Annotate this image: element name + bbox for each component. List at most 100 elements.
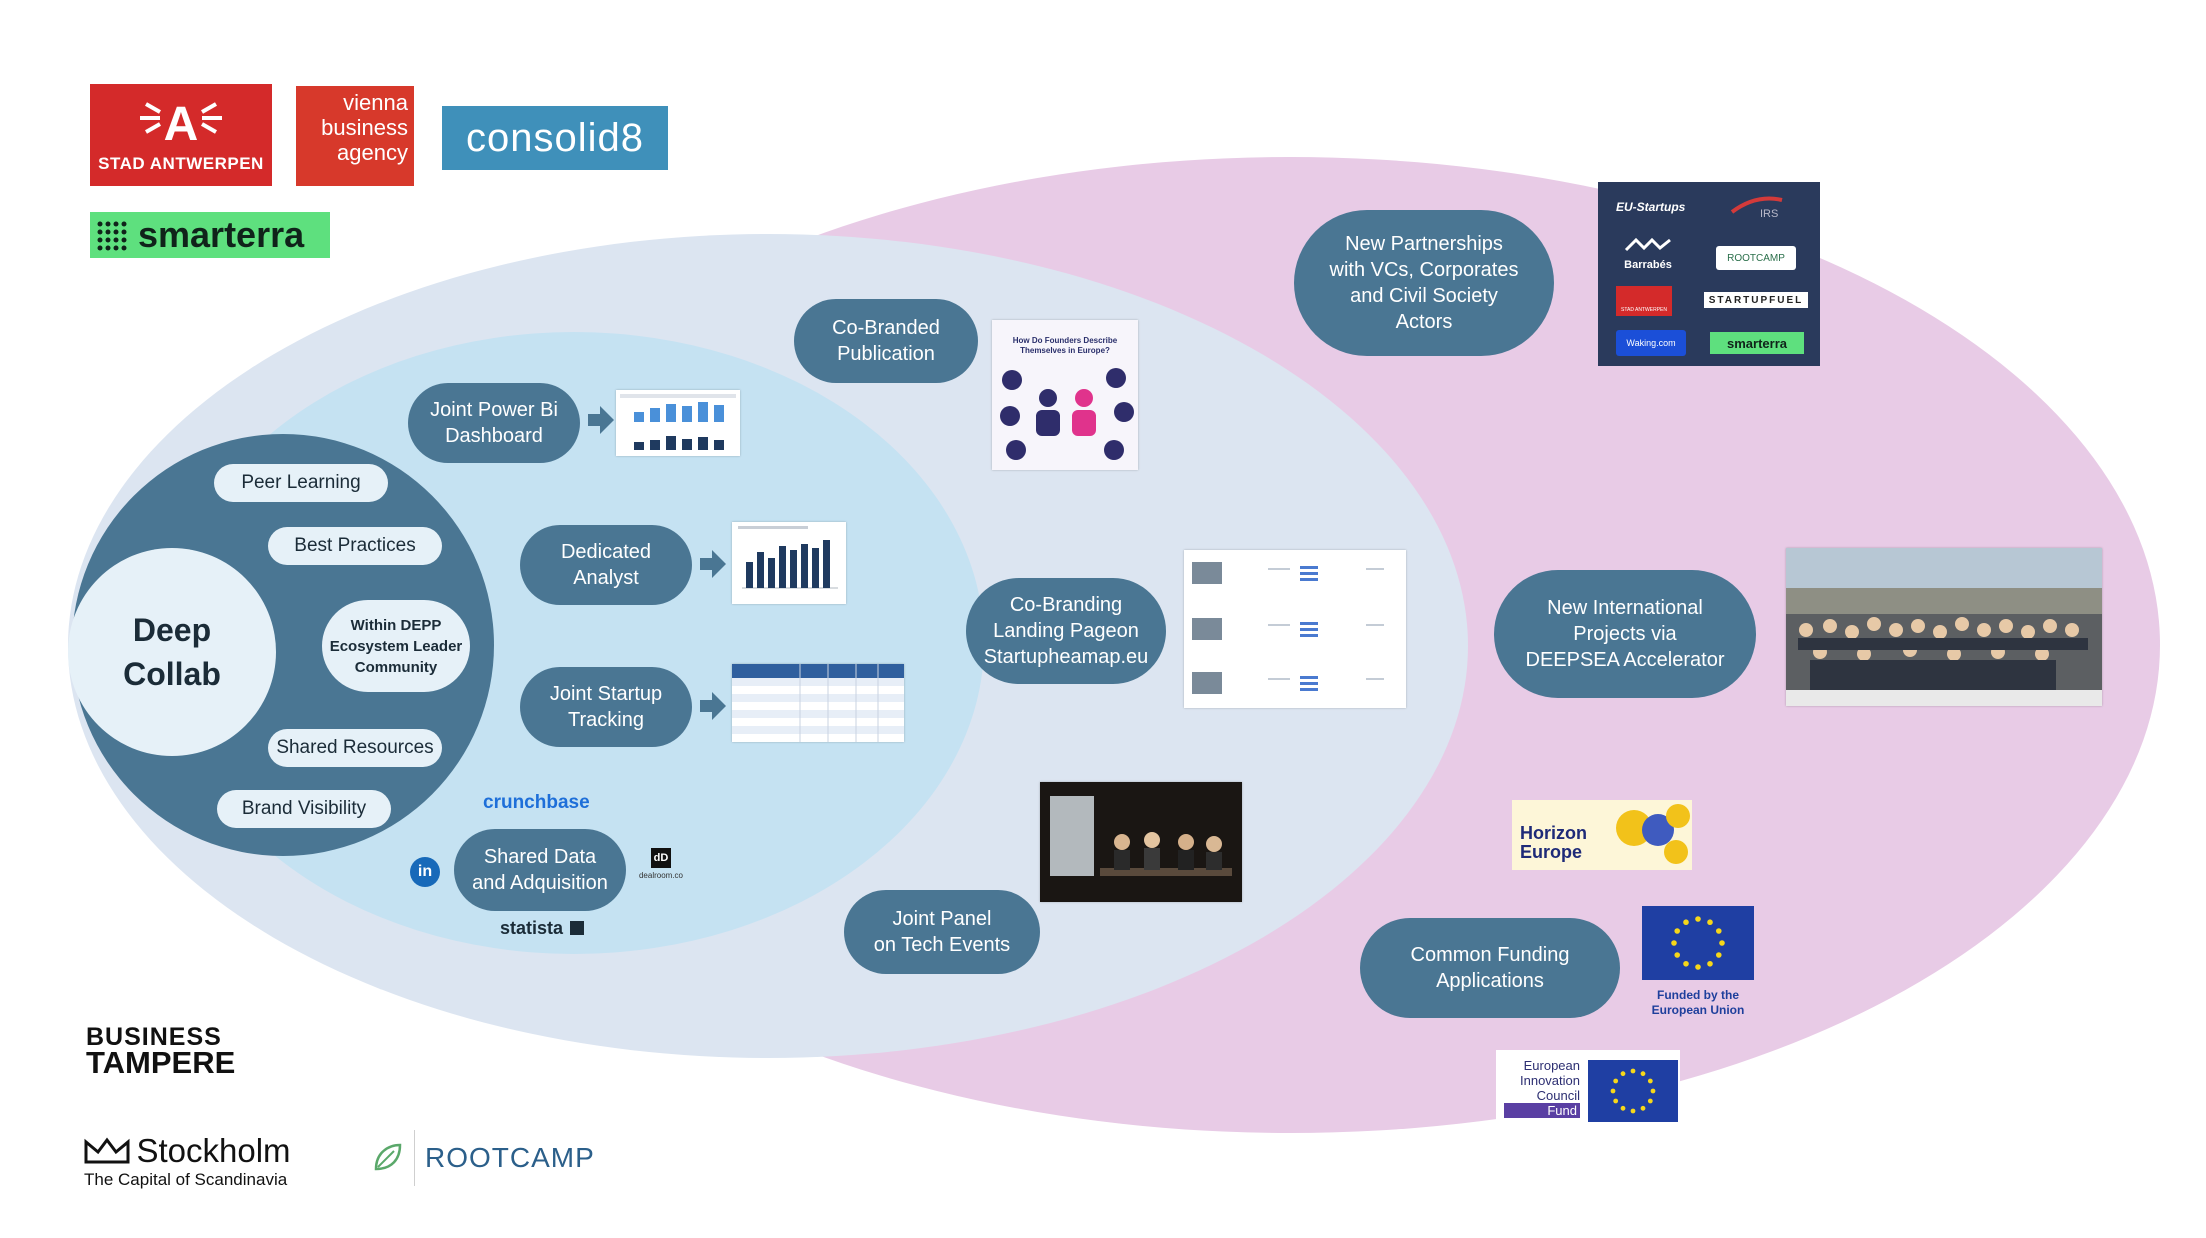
- eu-star-icon: [1620, 1105, 1626, 1111]
- eic-line4: Fund: [1504, 1103, 1580, 1118]
- linkedin-label: in: [417, 863, 433, 880]
- statista-logo: statista: [500, 918, 585, 939]
- horizon-sun-icon: [1616, 804, 1690, 864]
- eic-line3: Council: [1536, 1088, 1580, 1103]
- smarterra-logo: smarterra: [90, 212, 330, 258]
- business-tampere-line2: TAMPERE: [86, 1045, 236, 1080]
- stockholm-label: Stockholm: [136, 1132, 291, 1169]
- eu-star-icon: [1707, 960, 1713, 967]
- eu-star-icon: [1683, 960, 1689, 967]
- rootcamp-divider: [414, 1130, 415, 1186]
- powerbi-thumbnail: [616, 390, 740, 456]
- statista-label: statista: [500, 918, 564, 938]
- partner-irs-label: IRS: [1760, 208, 1779, 220]
- eu-star-icon: [1695, 964, 1701, 970]
- eu-star-icon: [1613, 1098, 1619, 1104]
- analyst-bars-icon: [738, 526, 838, 589]
- publication-people-icon: [1000, 368, 1134, 460]
- eu-star-icon: [1640, 1105, 1646, 1111]
- partner-irs: IRS: [1726, 194, 1786, 222]
- eu-star-icon: [1620, 1071, 1626, 1077]
- eu-star-icon: [1613, 1078, 1619, 1084]
- tag-shared-resources: Shared Resources: [268, 729, 442, 767]
- stockholm-tagline: The Capital of Scandinavia: [84, 1170, 288, 1189]
- rootcamp-logo: ROOTCAMP: [370, 1130, 595, 1186]
- eic-text: European Innovation Council Fund: [1504, 1058, 1580, 1118]
- partner-stad: STAD ANTWERPEN: [1616, 286, 1672, 316]
- partner-smarterra-label: smarterra: [1727, 335, 1787, 351]
- pill-joint-startup-tracking: Joint Startup Tracking: [520, 667, 692, 747]
- eu-star-icon: [1630, 1068, 1636, 1074]
- pill-co-branding-landing: Co-Branding Landing Pageon Startupheamap…: [966, 578, 1166, 684]
- eu-star-icon: [1647, 1098, 1653, 1104]
- funded-line1: Funded by the: [1657, 988, 1739, 1002]
- eic-line2: Innovation: [1520, 1073, 1580, 1088]
- pill-co-branded-publication: Co-Branded Publication: [794, 299, 978, 383]
- eu-star-icon: [1650, 1088, 1656, 1094]
- eu-star-icon: [1674, 952, 1681, 958]
- eu-stars-icon: [1671, 916, 1725, 970]
- vienna-label: vienna business agency: [321, 90, 408, 165]
- core-title-line2: Collab: [123, 656, 221, 692]
- business-tampere-logo: BUSINESS TAMPERE: [86, 1023, 236, 1080]
- landing-page-thumbnail: [1184, 550, 1406, 708]
- pill-new-partnerships: New Partnerships with VCs, Corporates an…: [1294, 210, 1554, 356]
- eu-star-icon: [1695, 916, 1701, 922]
- tag-best-practices: Best Practices: [268, 527, 442, 565]
- deepsea-group-photo: [1786, 548, 2102, 706]
- arrow-tracking: [700, 692, 726, 720]
- eu-star-icon: [1683, 919, 1689, 926]
- tracking-table-icon: [732, 664, 904, 742]
- eu-star-icon: [1674, 928, 1681, 934]
- publication-thumbnail: How Do Founders Describe Themselves in E…: [992, 320, 1138, 470]
- crown-icon: [84, 1137, 130, 1164]
- tag-peer-learning: Peer Learning: [214, 464, 388, 502]
- vienna-business-agency-logo: vienna business agency: [296, 86, 414, 186]
- partner-rootcamp: ROOTCAMP: [1716, 246, 1796, 270]
- group-photo-icon: [1786, 548, 2102, 706]
- community-label: Within DEPP Ecosystem Leader Community: [329, 616, 463, 676]
- horizon-line1: Horizon: [1520, 823, 1587, 843]
- partners-grid: EU-Startups IRS Barrabés ROOTCAMP STAD A…: [1598, 182, 1820, 366]
- deep-collab-circle: [68, 548, 276, 756]
- svg-text:A: A: [164, 98, 199, 151]
- barrabes-wave-icon: [1624, 237, 1671, 252]
- partner-barrabes-label: Barrabés: [1624, 259, 1672, 271]
- eic-flag: [1588, 1060, 1678, 1122]
- funded-by-eu-text: Funded by the European Union: [1630, 988, 1766, 1018]
- smarterra-label: smarterra: [138, 214, 305, 255]
- pill-joint-powerbi: Joint Power Bi Dashboard: [408, 383, 580, 463]
- eu-flag-funded: [1642, 906, 1754, 980]
- panel-stage-icon: [1040, 782, 1242, 902]
- stockholm-logo: Stockholm The Capital of Scandinavia: [82, 1132, 291, 1190]
- partner-startupfuel: STARTUPFUEL: [1704, 292, 1808, 308]
- pill-dedicated-analyst: Dedicated Analyst: [520, 525, 692, 605]
- landing-page-rows-icon: [1192, 562, 1384, 694]
- horizon-europe-logo: Horizon Europe: [1512, 800, 1692, 870]
- horizon-line2: Europe: [1520, 842, 1583, 862]
- irs-arc-icon: [1730, 196, 1783, 214]
- eic-line1: European: [1523, 1058, 1580, 1073]
- core-title: Deep Collab: [68, 608, 276, 696]
- funded-line2: European Union: [1651, 1003, 1745, 1017]
- eic-fund-logo: European Innovation Council Fund: [1496, 1050, 1680, 1124]
- eu-star-icon: [1647, 1078, 1653, 1084]
- tag-brand-visibility: Brand Visibility: [217, 790, 391, 828]
- eu-star-icon: [1610, 1088, 1616, 1094]
- eu-star-icon: [1715, 952, 1722, 958]
- rootcamp-label: ROOTCAMP: [425, 1142, 595, 1173]
- arrow-powerbi: [588, 406, 614, 434]
- partner-waking-label: Waking.com: [1626, 338, 1676, 348]
- business-tampere-line1: BUSINESS: [86, 1023, 222, 1051]
- tracking-table-thumbnail: [732, 664, 904, 742]
- dealroom-mark-icon: dD: [651, 848, 671, 868]
- eic-stars-icon: [1610, 1068, 1656, 1114]
- partner-eu-startups: EU-Startups: [1616, 200, 1686, 214]
- smarterra-dots-icon: [97, 221, 127, 251]
- stad-antwerpen-label: STAD ANTWERPEN: [98, 154, 264, 173]
- consolid8-label: consolid8: [465, 115, 644, 160]
- eu-star-icon: [1640, 1071, 1646, 1077]
- eu-star-icon: [1707, 919, 1713, 926]
- community-bubble: Within DEPP Ecosystem Leader Community: [322, 600, 470, 692]
